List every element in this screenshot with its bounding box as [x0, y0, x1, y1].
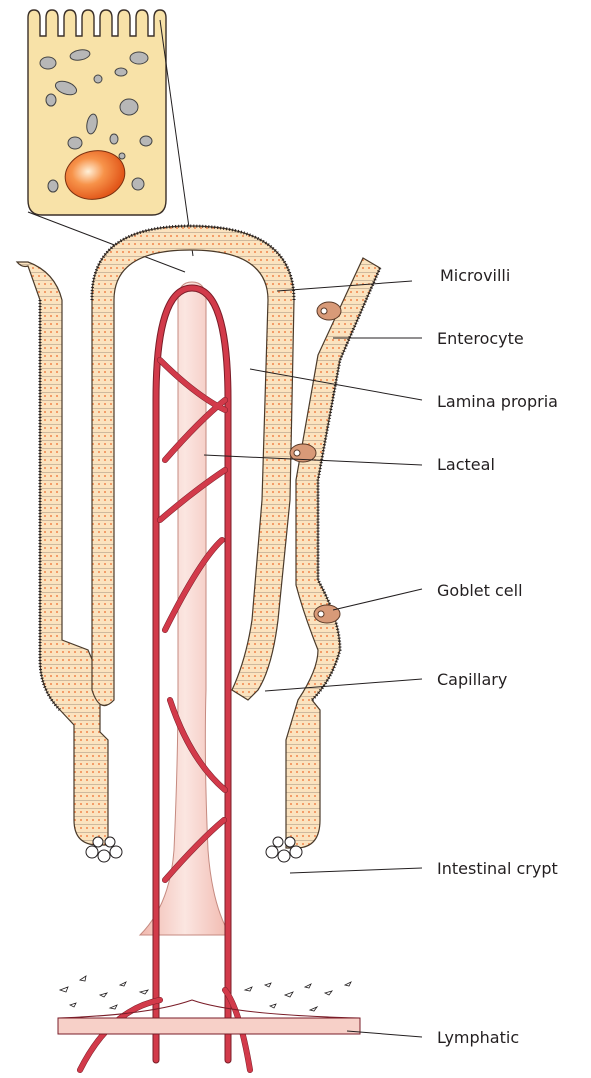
label-goblet-cell: Goblet cell [437, 581, 523, 600]
leader-goblet-cell [333, 589, 422, 610]
goblet-cell-lower [314, 605, 340, 623]
label-lymphatic: Lymphatic [437, 1028, 519, 1047]
label-intestinal-crypt: Intestinal crypt [437, 859, 558, 878]
enterocyte-inset [28, 10, 166, 215]
label-lacteal: Lacteal [437, 455, 495, 474]
label-microvilli: Microvilli [440, 266, 510, 285]
lymphatic-vessel [58, 1000, 360, 1034]
label-enterocyte: Enterocyte [437, 329, 524, 348]
leader-intestinal-crypt [290, 868, 422, 873]
label-capillary: Capillary [437, 670, 507, 689]
leader-capillary [265, 679, 422, 691]
label-lamina-propria: Lamina propria [437, 392, 558, 411]
leader-microvilli [277, 281, 412, 291]
connective-tissue [60, 976, 351, 1011]
goblet-cell-upper [317, 302, 341, 320]
